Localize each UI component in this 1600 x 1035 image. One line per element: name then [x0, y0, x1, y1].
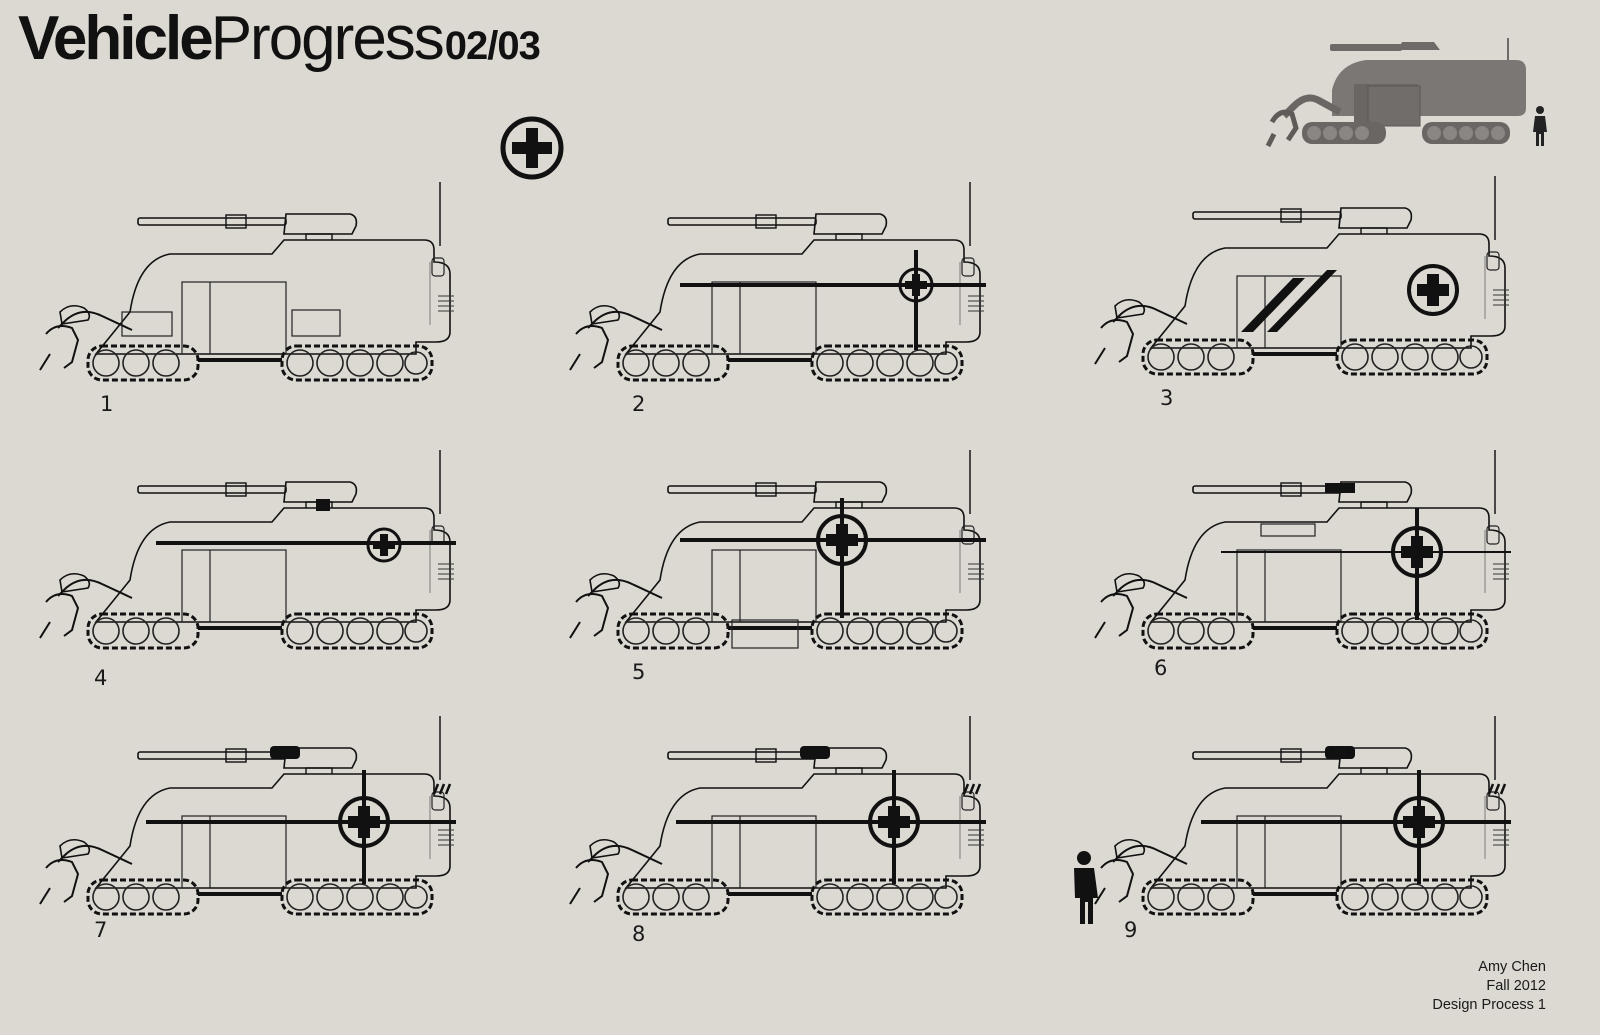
iteration-label-7: 7 [94, 918, 108, 942]
credits: Amy Chen Fall 2012 Design Process 1 [1432, 958, 1546, 1015]
vehicle-iteration-6 [1095, 450, 1511, 648]
page-title: VehicleProgress02/03 [18, 8, 541, 70]
vehicle-iteration-5 [570, 450, 986, 649]
vehicle-iteration-2 [570, 182, 986, 380]
credit-course: Design Process 1 [1432, 997, 1546, 1013]
vehicle-render-preview [1265, 38, 1547, 148]
credit-term: Fall 2012 [1486, 978, 1546, 994]
iteration-label-2: 2 [632, 392, 646, 416]
iteration-label-5: 5 [632, 660, 646, 684]
title-vehicle: Vehicle [18, 4, 214, 73]
vehicle-iteration-4 [40, 450, 456, 648]
vehicle-iteration-1 [40, 182, 454, 380]
iteration-label-6: 6 [1154, 656, 1168, 680]
iteration-label-3: 3 [1160, 386, 1174, 410]
vehicle-iteration-9 [1095, 716, 1511, 914]
credit-author: Amy Chen [1478, 959, 1546, 975]
iteration-label-1: 1 [100, 392, 114, 416]
human-scale-figure-icon [1533, 106, 1547, 146]
iteration-label-4: 4 [94, 666, 108, 690]
vehicle-iteration-3 [1095, 176, 1509, 374]
title-progress: Progress [210, 4, 445, 73]
vehicle-iteration-8 [570, 716, 986, 914]
vehicle-iteration-7 [40, 716, 456, 914]
iteration-label-9: 9 [1124, 918, 1138, 942]
iteration-label-8: 8 [632, 922, 646, 946]
title-page-number: 02/03 [444, 24, 541, 68]
medical-cross-icon [500, 116, 564, 180]
human-scale-figure-icon [1074, 851, 1098, 924]
